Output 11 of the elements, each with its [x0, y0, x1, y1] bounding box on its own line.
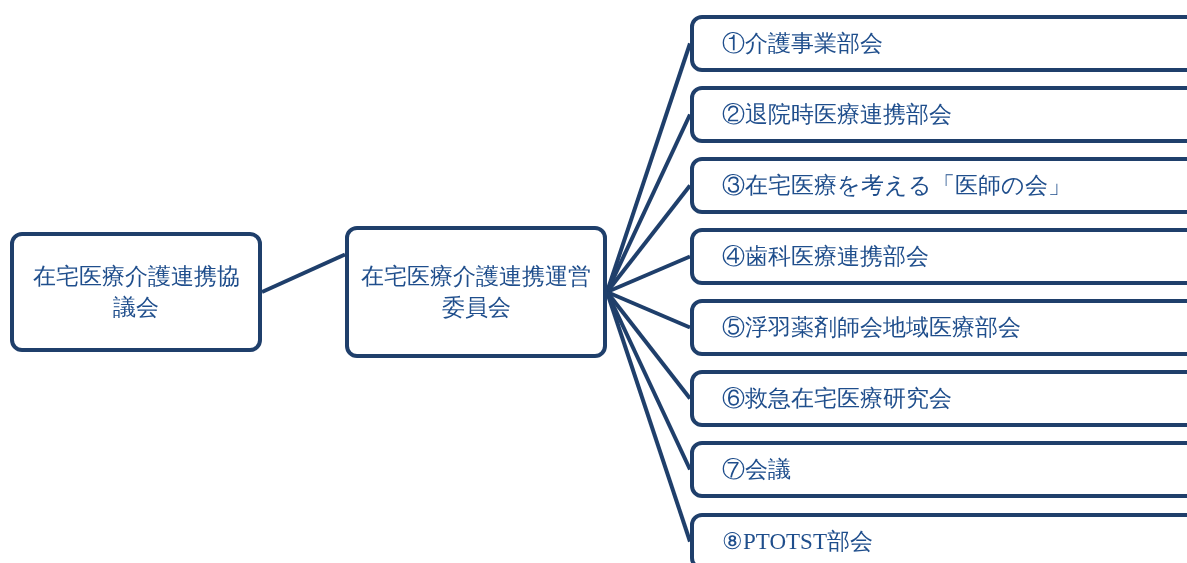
- subcommittee-box: ④歯科医療連携部会: [690, 228, 1187, 285]
- committee-box: 在宅医療介護連携運営委員会: [345, 226, 607, 358]
- subcommittee-box: ③在宅医療を考える「医師の会」: [690, 157, 1187, 214]
- subcommittee-box: ⑤浮羽薬剤師会地域医療部会: [690, 299, 1187, 356]
- connector-line: [261, 252, 346, 294]
- subcommittee-box: ①介護事業部会: [690, 15, 1187, 72]
- council-box: 在宅医療介護連携協議会: [10, 232, 262, 352]
- subcommittee-box: ②退院時医療連携部会: [690, 86, 1187, 143]
- subcommittee-box: ⑦会議: [690, 441, 1187, 498]
- subcommittee-box: ⑥救急在宅医療研究会: [690, 370, 1187, 427]
- subcommittee-box: ⑧PTOTST部会: [690, 513, 1187, 563]
